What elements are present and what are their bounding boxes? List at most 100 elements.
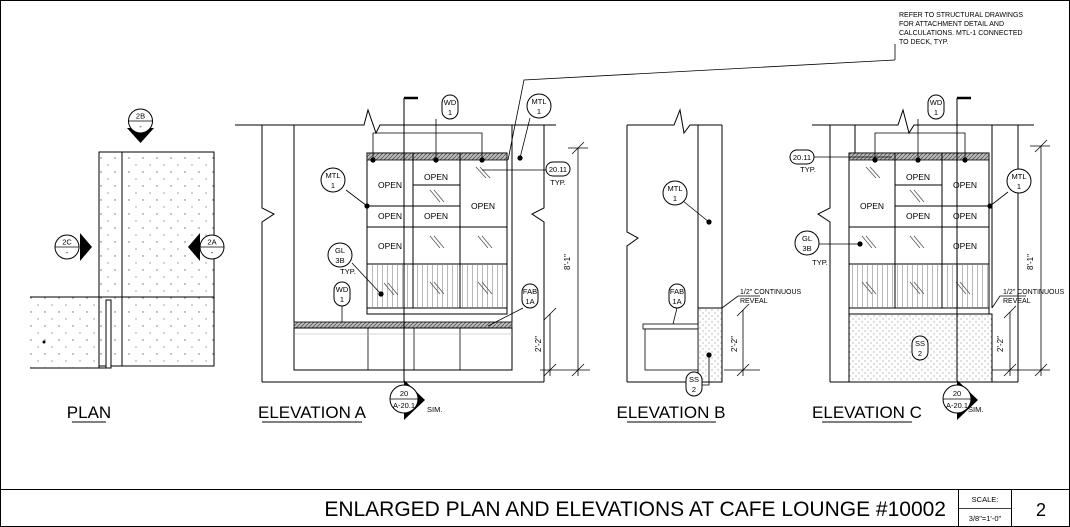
callout-2b-sub: - xyxy=(139,122,142,131)
tag-code: FAB xyxy=(523,287,537,296)
open-label: OPEN xyxy=(953,241,977,251)
tag-code: MTL xyxy=(326,171,341,180)
tag-mtl1[interactable]: MTL 1 xyxy=(320,167,370,209)
open-label: OPEN xyxy=(906,172,930,182)
dimension-base-c xyxy=(992,305,1050,377)
tag-code: SS xyxy=(915,339,925,348)
reveal-line-2: REVEAL xyxy=(1003,298,1031,305)
reveal-note: 1/2" CONTINUOUS REVEAL xyxy=(991,289,1065,309)
note-line-4: TO DECK, TYP. xyxy=(899,39,948,46)
callout-2c-sub: - xyxy=(66,248,69,257)
tag-gl3b[interactable]: GL 3B TYP. xyxy=(794,230,863,267)
glass-hatch xyxy=(383,166,493,296)
section-callout-2a[interactable]: 2A - xyxy=(188,233,225,261)
tag-wd1[interactable]: WD 1 xyxy=(872,94,968,163)
elevation-b-label: ELEVATION B xyxy=(617,403,726,422)
typ-label: TYP. xyxy=(550,178,566,187)
tag-fab1a[interactable]: FAB 1A xyxy=(668,283,686,325)
reveal-note: 1/2" CONTINUOUS REVEAL xyxy=(721,289,802,309)
tag-mtl1[interactable]: MTL 1 xyxy=(987,168,1032,209)
elevation-a-label: ELEVATION A xyxy=(258,403,367,422)
tag-num: 1 xyxy=(537,107,541,116)
elevation-c: OPEN OPEN OPEN OPEN OPEN OPEN WD 1 xyxy=(789,94,1065,423)
tag-mtl1[interactable]: MTL 1 xyxy=(517,93,552,161)
tag-num: 3B xyxy=(802,244,811,253)
tag-num: 2 xyxy=(692,385,696,394)
elevation-b: MTL 1 FAB 1A SS 2 1/2" CONTINUOUS REVEAL xyxy=(617,108,802,423)
tag-ss2[interactable]: SS 2 xyxy=(685,352,712,397)
elevation-c-label: ELEVATION C xyxy=(812,403,922,422)
tag-code: MTL xyxy=(668,184,683,193)
section-callout-2c[interactable]: 2C - xyxy=(54,233,92,261)
typ-label: TYP. xyxy=(812,258,828,267)
ref-20-11[interactable]: 20.11 TYP. xyxy=(482,161,571,187)
tag-code: MTL xyxy=(532,97,547,106)
typ-label: TYP. xyxy=(340,267,356,276)
typ-label: TYP. xyxy=(800,165,816,174)
tag-code: GL xyxy=(802,234,812,243)
tag-code: WD xyxy=(930,98,943,107)
tag-num: 1 xyxy=(448,108,452,117)
dim-overall: 8'-1" xyxy=(563,254,572,270)
open-label: OPEN xyxy=(471,201,495,211)
open-label: OPEN xyxy=(378,180,402,190)
tag-num: 1 xyxy=(673,194,677,203)
scale-value: 3/8"=1'-0" xyxy=(969,514,1002,523)
tag-code: WD xyxy=(336,285,349,294)
tag-code: WD xyxy=(444,98,457,107)
reveal-line-2: REVEAL xyxy=(740,298,768,305)
open-label: OPEN xyxy=(906,211,930,221)
callout-sheet: A-20.1 xyxy=(393,401,415,410)
glass-hatch xyxy=(861,166,971,295)
open-label: OPEN xyxy=(953,211,977,221)
detail-callout-20[interactable]: 20 A-20.1 SIM. xyxy=(942,380,983,420)
sheet-number: 2 xyxy=(1036,500,1046,520)
tag-num: 1A xyxy=(525,297,534,306)
tag-num: 3B xyxy=(335,256,344,265)
dimension-base-b xyxy=(724,303,760,377)
callout-note: SIM. xyxy=(427,405,442,414)
detail-callout-20[interactable]: 20 A-20.1 SIM. xyxy=(389,380,442,420)
tag-num: 2 xyxy=(918,349,922,358)
tag-code: FAB xyxy=(670,287,684,296)
scale-label: SCALE: xyxy=(972,495,999,504)
dim-base: 2'-2" xyxy=(996,336,1005,352)
tag-num: 1 xyxy=(331,181,335,190)
tag-num: 1A xyxy=(672,297,681,306)
tag-mtl1[interactable]: MTL 1 xyxy=(662,180,712,225)
tag-gl3b[interactable]: GL 3B TYP. xyxy=(327,242,384,297)
reveal-line-1: 1/2" CONTINUOUS xyxy=(740,289,802,296)
ref-20-11[interactable]: 20.11 TYP. xyxy=(789,149,892,174)
dim-base: 2'-2" xyxy=(534,336,543,352)
title-block: ENLARGED PLAN AND ELEVATIONS AT CAFE LOU… xyxy=(0,489,1070,527)
section-callout-2b[interactable]: 2B - xyxy=(127,108,154,143)
dimension-base-a xyxy=(540,307,590,377)
tag-wd1[interactable]: WD 1 xyxy=(333,281,351,322)
tag-wd1[interactable]: WD 1 xyxy=(370,94,485,163)
ref-number: 20.11 xyxy=(793,153,811,162)
elevation-a: OPEN OPEN OPEN OPEN OPEN OPEN xyxy=(235,93,590,423)
callout-note: SIM. xyxy=(968,405,983,414)
plan-label: PLAN xyxy=(67,403,111,422)
callout-id: 20 xyxy=(953,389,961,398)
tag-num: 1 xyxy=(340,295,344,304)
tag-code: SS xyxy=(689,375,699,384)
callout-2b-id: 2B xyxy=(136,112,145,121)
callout-2a-id: 2A xyxy=(207,238,216,247)
callout-2c-id: 2C xyxy=(62,238,72,247)
reveal-line-1: 1/2" CONTINUOUS xyxy=(1003,289,1065,296)
dim-base: 2'-2" xyxy=(730,336,739,352)
callout-id: 20 xyxy=(400,389,408,398)
note-line-3: CALCULATIONS. MTL-1 CONNECTED xyxy=(899,30,1023,37)
note-line-2: FOR ATTACHMENT DETAIL AND xyxy=(899,21,1004,28)
structural-note: REFER TO STRUCTURAL DRAWINGS FOR ATTACHM… xyxy=(899,12,1023,46)
plan-view: 2B - 2C - 2A - PLAN xyxy=(30,108,225,423)
tag-num: 1 xyxy=(1017,182,1021,191)
open-label: OPEN xyxy=(953,180,977,190)
tag-fab1a[interactable]: FAB 1A xyxy=(487,283,539,327)
open-label: OPEN xyxy=(378,211,402,221)
dim-overall: 8'-1" xyxy=(1026,254,1035,270)
tag-ss2[interactable]: SS 2 xyxy=(911,335,929,361)
open-label: OPEN xyxy=(424,172,448,182)
